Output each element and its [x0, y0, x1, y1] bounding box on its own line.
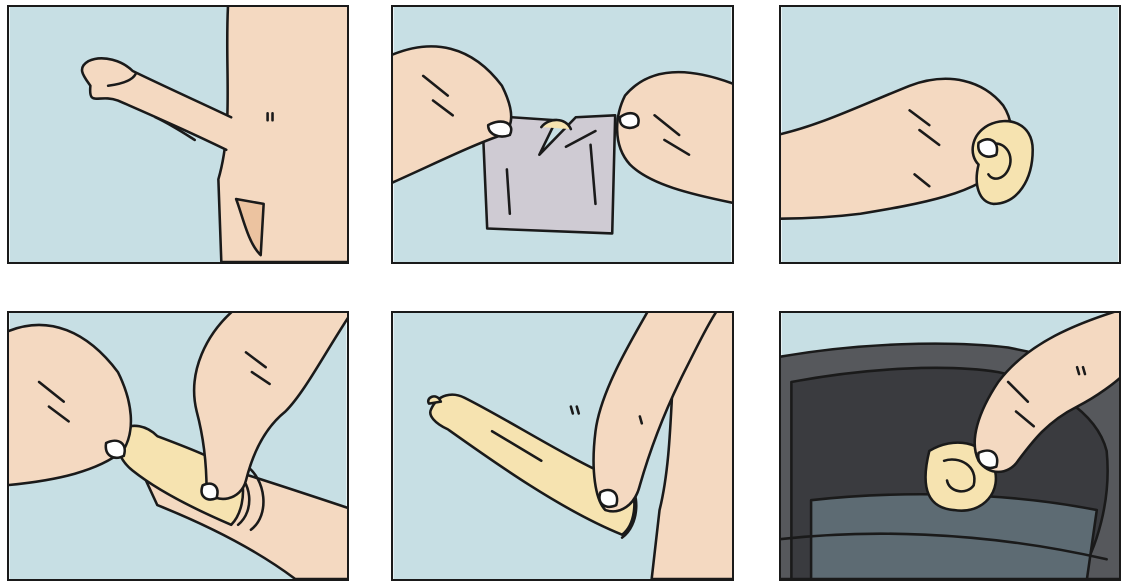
- open-wrapper-illustration: [393, 7, 732, 262]
- panel-hold-condom-tip: [779, 5, 1121, 264]
- condom-on-illustration: [393, 313, 732, 579]
- panel-condom-on: [391, 311, 734, 581]
- panel-roll-on-condom: [7, 311, 349, 581]
- panel-dispose-condom: [779, 311, 1121, 581]
- panel-penis: [7, 5, 349, 264]
- dispose-condom-illustration: [781, 313, 1119, 579]
- panel-open-wrapper: [391, 5, 734, 264]
- penis-illustration: [9, 7, 347, 262]
- roll-on-condom-illustration: [9, 313, 347, 579]
- hold-condom-tip-illustration: [781, 7, 1119, 262]
